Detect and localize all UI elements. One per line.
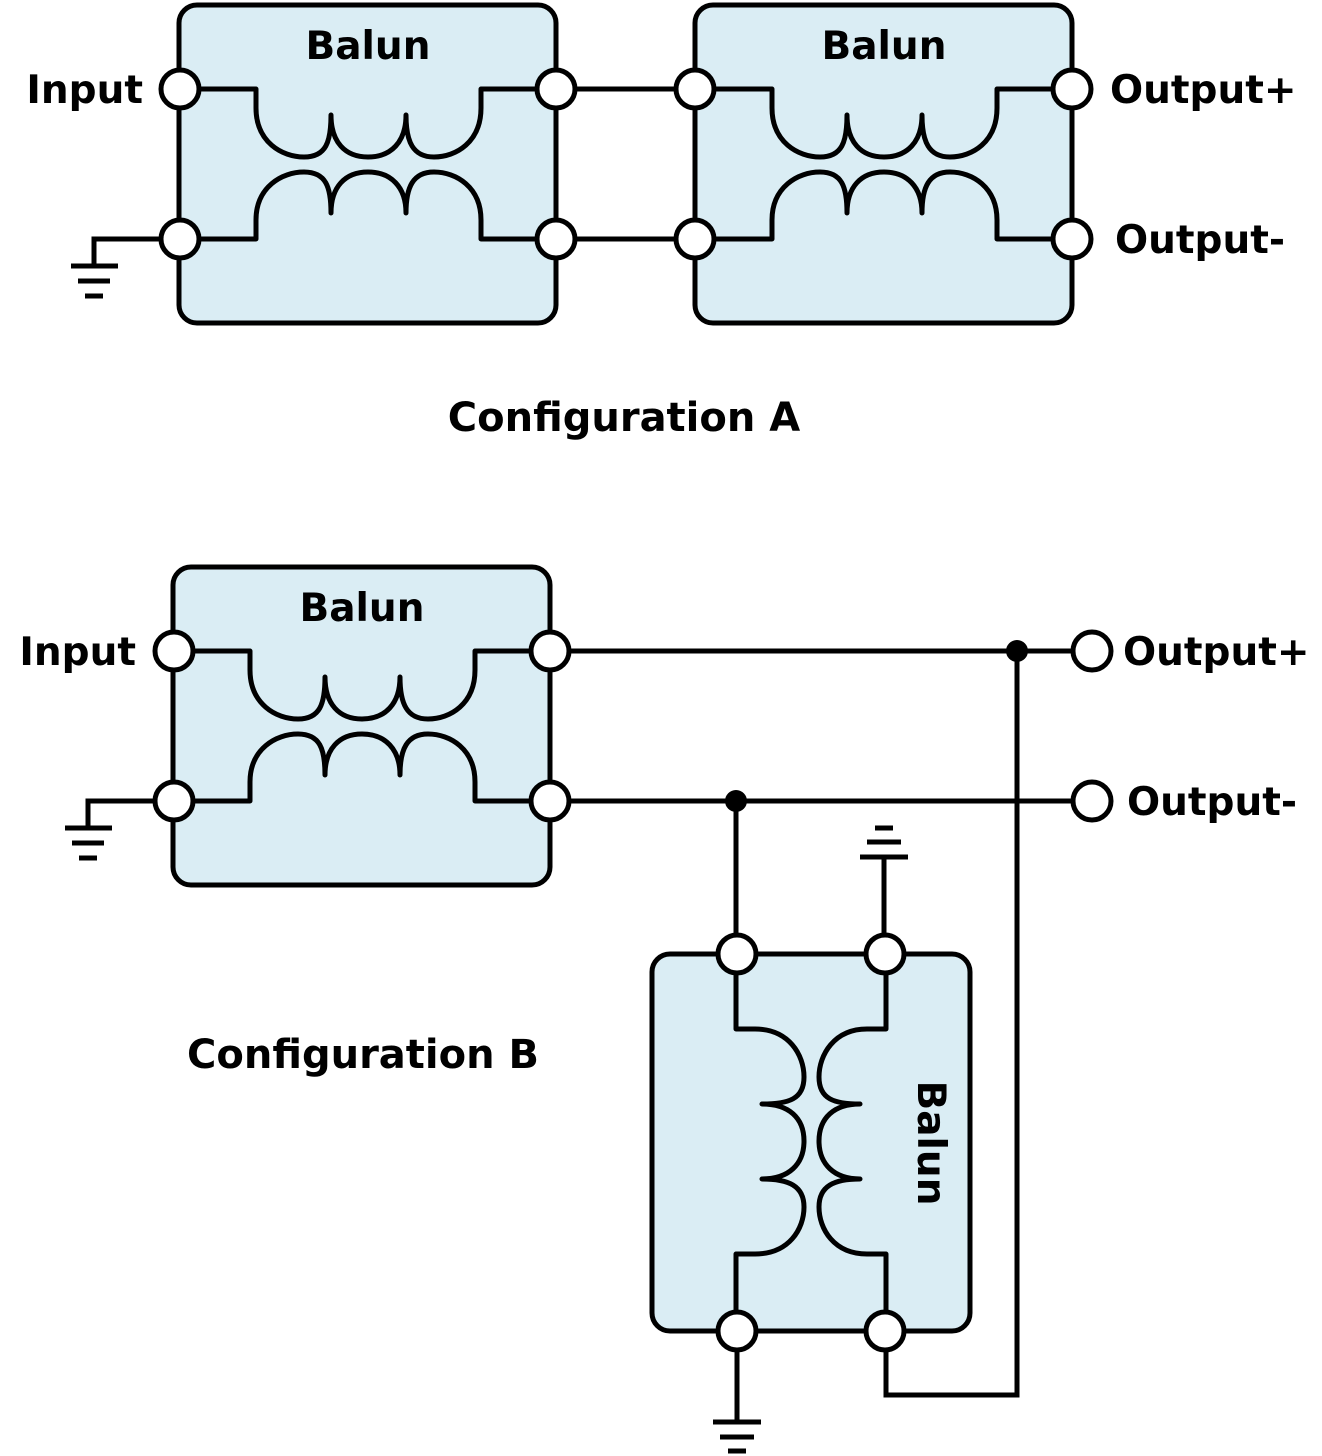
terminal-circle [1050, 67, 1094, 111]
configuration-a: Balun Balun Input [26, 2, 1297, 441]
input-label: Input [26, 68, 143, 113]
input-label: Input [19, 630, 136, 675]
junction-dot [725, 790, 747, 812]
config-b-balun-1: Balun [152, 564, 572, 888]
terminal-circle [152, 779, 196, 823]
terminal-circle [528, 779, 572, 823]
configuration-b: Balun Balun [19, 564, 1310, 1454]
balun-box [170, 564, 553, 888]
output-minus-label: Output- [1127, 780, 1297, 825]
ground-icon [71, 236, 161, 299]
terminal-circle [715, 932, 759, 976]
balun-title: Balun [822, 24, 947, 69]
balun-box [649, 951, 973, 1334]
transformer-coil-top [192, 648, 531, 722]
terminal-circle [715, 1309, 759, 1353]
output-plus-label: Output+ [1110, 68, 1297, 113]
config-b-balun-2: Balun [649, 932, 973, 1353]
transformer-coil-right [816, 973, 889, 1312]
balun-title: Balun [908, 1081, 953, 1206]
transformer-coil-bottom [714, 169, 1053, 242]
output-minus-terminal [1070, 779, 1114, 823]
terminal-circle [1050, 217, 1094, 261]
transformer-coil-bottom [198, 169, 537, 242]
output-plus-terminal [1070, 629, 1114, 673]
terminal-circle [673, 217, 717, 261]
transformer-coil-top [714, 86, 1053, 160]
junction-dot [1006, 640, 1028, 662]
terminal-circle [863, 932, 907, 976]
return-wire [883, 651, 1020, 1398]
transformer-coil-left [733, 973, 807, 1312]
terminal-circle [152, 629, 196, 673]
terminal-circle [158, 67, 202, 111]
terminal-circle [534, 217, 578, 261]
transformer-coil-top [198, 86, 537, 160]
balun-box [692, 2, 1075, 326]
terminal-circle [528, 629, 572, 673]
config-a-balun-1: Balun [158, 2, 578, 326]
config-a-balun-2: Balun [673, 2, 1094, 326]
terminal-circle [863, 1309, 907, 1353]
balun-box [176, 2, 559, 326]
terminal-circle [534, 67, 578, 111]
balun-title: Balun [306, 24, 431, 69]
transformer-coil-bottom [192, 731, 531, 804]
balun-title: Balun [300, 586, 425, 631]
output-plus-label: Output+ [1123, 630, 1310, 675]
configuration-a-caption: Configuration A [448, 395, 801, 441]
output-minus-label: Output- [1115, 218, 1285, 263]
terminal-circle [158, 217, 202, 261]
ground-icon [65, 798, 155, 861]
ground-icon [713, 1350, 761, 1454]
configuration-b-caption: Configuration B [187, 1032, 539, 1078]
ground-icon [860, 825, 908, 935]
terminal-circle [673, 67, 717, 111]
